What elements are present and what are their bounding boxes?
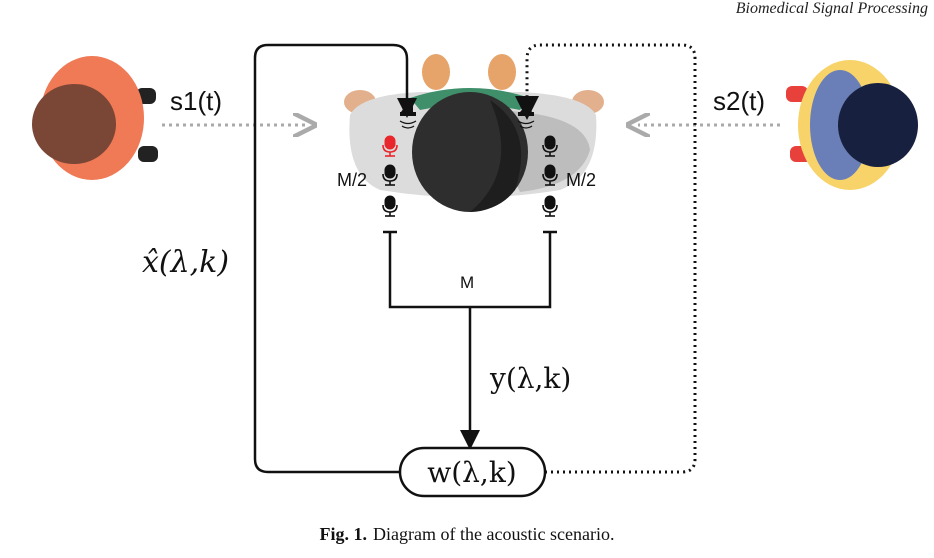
mic-total-label: M [460,273,474,292]
estimate-label: x̂(λ,k) [142,245,229,280]
filter-label: w(λ,k) [427,456,516,489]
source-1-label: s1(t) [170,86,222,116]
left-mic-group-label: M/2 [337,170,367,190]
microphone-bus [383,230,557,309]
right-mic-group-label: M/2 [566,170,596,190]
estimate-feedback-arrow [253,43,417,474]
speaker-1-figure [32,56,158,180]
speaker-2-figure [786,60,918,190]
interferer-feedback-arrow [515,43,697,474]
figure-caption: Fig. 1.Diagram of the acoustic scenario. [0,524,934,545]
signal-label: y(λ,k) [489,362,571,395]
source-2-label: s2(t) [713,86,765,116]
journal-header: Biomedical Signal Processing [735,0,928,17]
microphone-icon [542,195,558,217]
caption-label: Fig. 1. [319,524,368,544]
caption-text: Diagram of the acoustic scenario. [373,524,615,544]
listener-figure [344,54,604,212]
microphone-icon [382,195,398,217]
